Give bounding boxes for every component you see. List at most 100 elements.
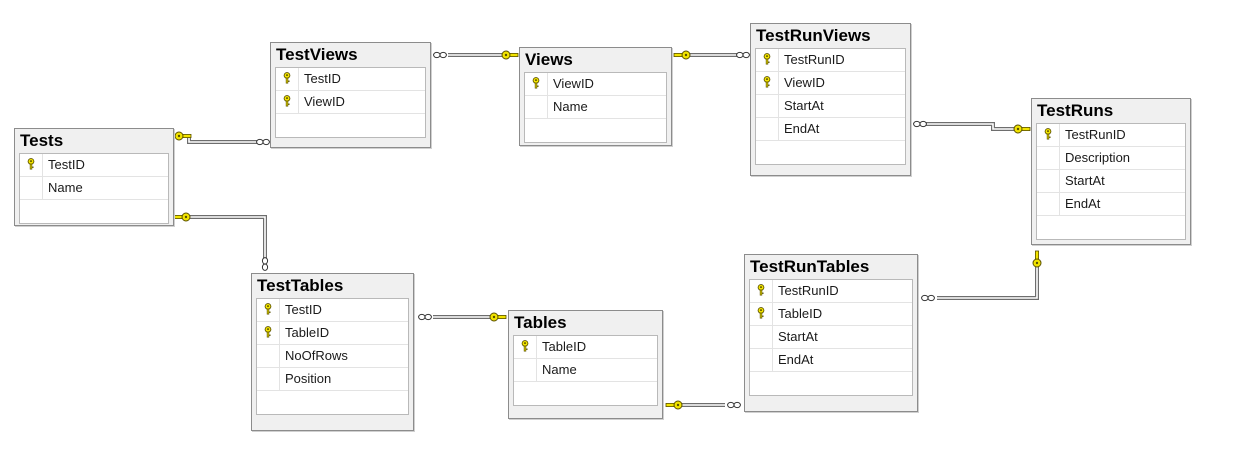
column-row[interactable]: TableID <box>257 322 408 345</box>
column-row[interactable]: ViewID <box>756 72 905 95</box>
infinity-icon <box>418 313 432 321</box>
column-row[interactable]: TestID <box>20 154 168 177</box>
relationship-tables-testruntables[interactable] <box>665 400 741 410</box>
row-selector <box>756 95 778 117</box>
key-icon <box>174 131 192 141</box>
column-name: NoOfRows <box>279 345 408 367</box>
relationship-views-testviews[interactable] <box>433 50 519 60</box>
row-selector <box>276 68 298 90</box>
column-name: TestRunID <box>778 49 905 71</box>
column-row[interactable]: ViewID <box>525 73 666 96</box>
row-selector <box>257 322 279 344</box>
column-row[interactable]: EndAt <box>756 118 905 141</box>
column-name: EndAt <box>1059 193 1185 215</box>
column-name: TestID <box>42 154 168 176</box>
key-icon <box>501 50 519 60</box>
row-selector <box>756 118 778 140</box>
column-row[interactable]: ViewID <box>276 91 425 114</box>
column-row[interactable]: TableID <box>750 303 912 326</box>
row-selector <box>750 280 772 302</box>
key-icon <box>757 307 765 319</box>
column-name: TableID <box>772 303 912 325</box>
row-selector <box>750 349 772 371</box>
relationship-tests-testtables[interactable] <box>173 212 269 271</box>
key-icon <box>283 72 291 84</box>
table-title: TestRuns <box>1037 101 1114 120</box>
column-row[interactable]: TestRunID <box>1037 124 1185 147</box>
infinity-icon <box>727 401 741 409</box>
key-icon <box>489 312 507 322</box>
key-icon <box>264 326 272 338</box>
column-row[interactable]: StartAt <box>750 326 912 349</box>
key-icon <box>1013 124 1031 134</box>
table-title: Tests <box>20 131 64 150</box>
column-name: Position <box>279 368 408 390</box>
column-name: ViewID <box>298 91 425 113</box>
relationship-testruns-testruntables[interactable] <box>921 250 1042 302</box>
column-name: TestID <box>279 299 408 321</box>
column-name: Name <box>536 359 657 381</box>
table-title: TestRunTables <box>750 257 870 276</box>
column-row[interactable]: Name <box>20 177 168 200</box>
column-name: StartAt <box>772 326 912 348</box>
column-name: StartAt <box>778 95 905 117</box>
column-row[interactable]: NoOfRows <box>257 345 408 368</box>
row-selector <box>756 49 778 71</box>
column-row[interactable]: Position <box>257 368 408 391</box>
column-row[interactable]: TestRunID <box>750 280 912 303</box>
column-name: TestRunID <box>1059 124 1185 146</box>
column-row[interactable]: TestID <box>257 299 408 322</box>
column-name: ViewID <box>778 72 905 94</box>
column-row[interactable]: Description <box>1037 147 1185 170</box>
column-row[interactable]: TestID <box>276 68 425 91</box>
key-icon <box>173 212 191 222</box>
column-row[interactable]: StartAt <box>1037 170 1185 193</box>
key-icon <box>763 53 771 65</box>
row-selector <box>756 72 778 94</box>
table-title: TestViews <box>276 45 358 64</box>
relationship-testruns-testrunviews[interactable] <box>913 120 1031 134</box>
column-name: EndAt <box>772 349 912 371</box>
infinity-icon <box>256 138 270 146</box>
key-icon <box>27 158 35 170</box>
key-icon <box>1032 250 1042 268</box>
row-selector <box>525 73 547 95</box>
table-title: Tables <box>514 313 567 332</box>
row-selector <box>514 359 536 381</box>
relationship-views-testrunviews[interactable] <box>673 50 750 60</box>
empty-row <box>756 141 905 164</box>
column-row[interactable]: Name <box>514 359 657 382</box>
table-title: TestTables <box>257 276 344 295</box>
column-name: TableID <box>536 336 657 358</box>
row-selector <box>276 91 298 113</box>
column-name: ViewID <box>547 73 666 95</box>
column-row[interactable]: TestRunID <box>756 49 905 72</box>
empty-row <box>257 391 408 414</box>
empty-row <box>20 200 168 223</box>
column-row[interactable]: EndAt <box>1037 193 1185 216</box>
empty-row <box>1037 216 1185 239</box>
relationship-tests-testviews[interactable] <box>174 131 270 146</box>
relationship-tables-testtables[interactable] <box>418 312 507 322</box>
column-row[interactable]: Name <box>525 96 666 119</box>
row-selector <box>257 345 279 367</box>
column-row[interactable]: EndAt <box>750 349 912 372</box>
column-row[interactable]: TableID <box>514 336 657 359</box>
infinity-icon <box>913 120 927 128</box>
column-row[interactable]: StartAt <box>756 95 905 118</box>
row-selector <box>1037 170 1059 192</box>
